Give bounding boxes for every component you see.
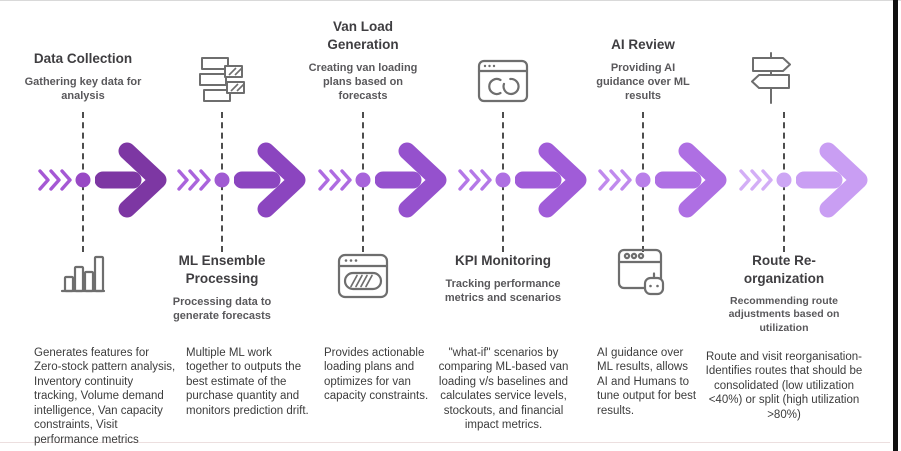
top-border-line xyxy=(0,0,901,1)
right-edge-bar xyxy=(893,0,898,451)
stage-4-header: KPI Monitoring Tracking performance metr… xyxy=(428,252,578,305)
stage-2-header: ML Ensemble Processing Processing data t… xyxy=(147,252,297,323)
bar-chart-icon xyxy=(60,255,106,293)
stage-4-subtitle: Tracking performance metrics and scenari… xyxy=(444,277,562,305)
stage-3-subtitle: Creating van loading plans based on fore… xyxy=(308,61,418,103)
stage-1-milestone-dot xyxy=(75,172,91,188)
stage-6-arrow-icon xyxy=(796,142,868,218)
stage-5-header: AI Review Providing AI guidance over ML … xyxy=(568,36,718,104)
window-robot-icon xyxy=(617,248,665,296)
stage-1-description: Generates features for Zero-stock patter… xyxy=(34,347,176,446)
stage-1-chevrons-icon xyxy=(38,169,72,191)
stage-6-subtitle: Recommending route adjustments based on … xyxy=(728,294,840,334)
stage-5-arrow-icon xyxy=(655,142,727,218)
stage-5-milestone-dot xyxy=(635,172,651,188)
stage-6-chevrons-icon xyxy=(739,169,773,191)
stage-1-header: Data Collection Gathering key data for a… xyxy=(8,50,158,103)
stage-3-arrow-icon xyxy=(375,142,447,218)
stage-5-chevrons-icon xyxy=(598,169,632,191)
stage-6-header: Route Re-organization Recommending route… xyxy=(704,252,864,336)
bottom-separator-line xyxy=(0,442,890,443)
stage-3-title: Van Load Generation xyxy=(327,19,399,52)
stage-2-title: ML Ensemble Processing xyxy=(178,253,266,286)
gantt-bars-icon xyxy=(199,57,245,102)
stage-3-milestone-dot xyxy=(355,172,371,188)
stage-2-arrow-icon xyxy=(234,142,306,218)
stage-1-arrow-icon xyxy=(95,142,167,218)
stage-3-chevrons-icon xyxy=(318,169,352,191)
stage-2-milestone-dot xyxy=(214,172,230,188)
stage-2-subtitle: Processing data to generate forecasts xyxy=(172,295,272,322)
stage-4-chevrons-icon xyxy=(458,169,492,191)
stage-3-header: Van Load Generation Creating van loading… xyxy=(288,18,438,104)
stage-5-description: AI guidance over ML results, allows AI a… xyxy=(597,347,697,417)
stage-6-title: Route Re-organization xyxy=(743,253,825,286)
window-sync-icon xyxy=(477,59,529,103)
stage-2-chevrons-icon xyxy=(177,169,211,191)
stage-3-description: Provides actionable loading plans and op… xyxy=(324,347,429,403)
window-loading-icon xyxy=(337,253,389,299)
signpost-icon xyxy=(751,52,791,104)
stage-5-title: AI Review xyxy=(611,37,675,52)
stage-6-milestone-dot xyxy=(776,172,792,188)
stage-4-arrow-icon xyxy=(515,142,587,218)
stage-2-description: Multiple ML work together to outputs the… xyxy=(186,347,309,417)
stage-4-description: "what-if" scenarios by comparing ML-base… xyxy=(438,347,569,432)
stage-6-description: Route and visit reorganisation-Identifie… xyxy=(705,351,863,421)
stage-5-subtitle: Providing AI guidance over ML results xyxy=(596,61,690,103)
stage-4-milestone-dot xyxy=(495,172,511,188)
stage-1-title: Data Collection xyxy=(33,51,133,66)
stage-1-subtitle: Gathering key data for analysis xyxy=(24,75,142,103)
stage-4-title: KPI Monitoring xyxy=(455,253,551,268)
